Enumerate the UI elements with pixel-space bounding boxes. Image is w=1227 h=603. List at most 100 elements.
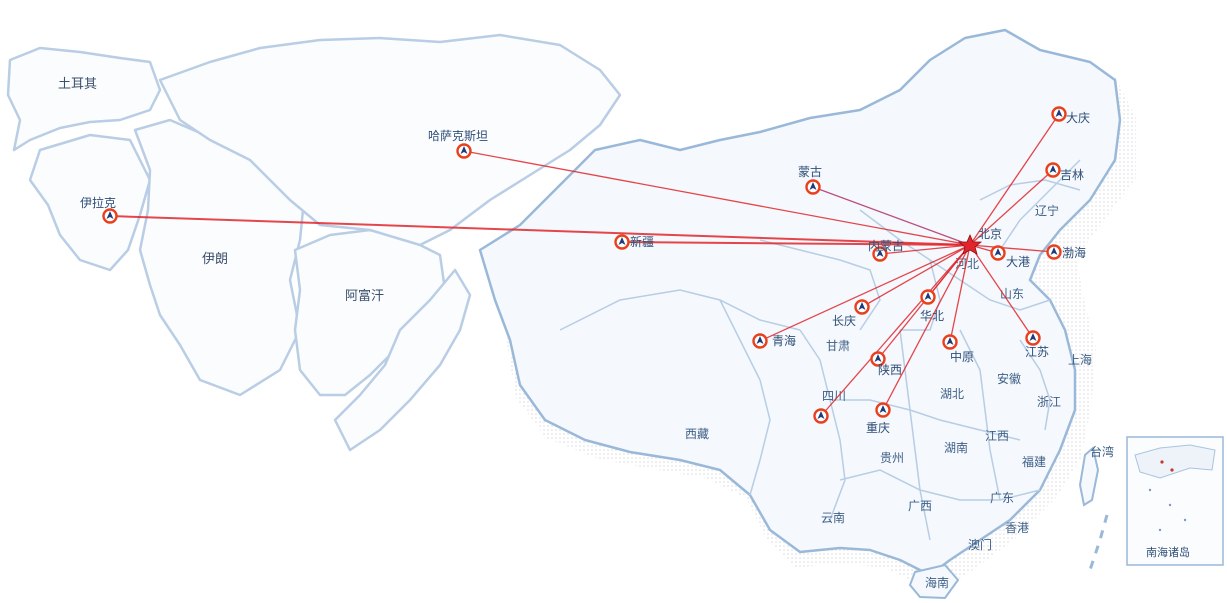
turkey-shape xyxy=(6,46,162,152)
site-pin-icon xyxy=(106,211,114,219)
region-label-macau: 澳门 xyxy=(968,537,992,552)
region-label-guizhou: 贵州 xyxy=(880,451,904,465)
region-label-fujian: 福建 xyxy=(1022,454,1046,469)
site-zhongyuan[interactable]: 中原 xyxy=(942,334,975,365)
site-sichuan_site[interactable] xyxy=(813,408,829,424)
site-bohai[interactable]: 渤海 xyxy=(1046,244,1087,260)
province-boundaries xyxy=(559,159,1081,541)
hub-label: 北京 xyxy=(978,227,1002,241)
site-mongolia[interactable]: 蒙古 xyxy=(798,164,822,195)
site-label: 长庆 xyxy=(832,314,856,328)
region-label-anhui: 安徽 xyxy=(997,371,1021,386)
region-label-guangdong: 广东 xyxy=(990,491,1014,505)
route-jiangsu xyxy=(969,244,1034,339)
region-label-xizang: 西藏 xyxy=(685,427,709,441)
region-label-hunan: 湖南 xyxy=(944,440,968,455)
country-label-afghanistan: 阿富汗 xyxy=(345,288,384,304)
maritime-dash-line xyxy=(1088,514,1109,571)
south-china-sea-inset: 南海诸岛 xyxy=(1126,436,1224,566)
site-label: 哈萨克斯坦 xyxy=(428,129,488,143)
route-qinghai xyxy=(759,244,971,342)
region-label-yunnan: 云南 xyxy=(821,510,845,525)
route-neimenggu xyxy=(879,244,971,255)
site-pin-icon xyxy=(1029,333,1037,341)
site-pin-icon xyxy=(858,302,866,310)
site-label: 青海 xyxy=(772,333,796,348)
site-dagang[interactable]: 大港 xyxy=(990,245,1031,270)
site-label: 陕西 xyxy=(878,362,902,377)
region-label-zhejiang: 浙江 xyxy=(1037,395,1061,409)
china-territory xyxy=(478,28,1122,577)
route-daqing xyxy=(969,113,1060,246)
site-jilin[interactable]: 吉林 xyxy=(1045,162,1085,183)
neighbor-countries xyxy=(6,33,622,452)
site-label: 大港 xyxy=(1006,255,1030,269)
site-label: 华北 xyxy=(920,309,944,323)
site-jiangsu[interactable]: 江苏 xyxy=(1025,330,1049,360)
region-label-jiangxi: 江西 xyxy=(985,429,1009,443)
region-label-hongkong: 香港 xyxy=(1005,521,1029,535)
site-pin-icon xyxy=(874,354,882,362)
route-iraq xyxy=(109,215,971,246)
hainan-shape xyxy=(908,563,960,600)
site-pin-icon xyxy=(946,337,954,345)
site-iraq[interactable]: 伊拉克 xyxy=(80,195,118,224)
iraq-shape xyxy=(28,133,152,272)
site-changqing[interactable]: 长庆 xyxy=(832,299,870,329)
site-neimenggu[interactable]: 内蒙古 xyxy=(868,238,904,262)
site-label: 内蒙古 xyxy=(868,238,904,253)
site-pin-icon xyxy=(460,146,468,154)
pakistan-shape xyxy=(333,268,472,452)
central-asia-shape xyxy=(158,33,622,247)
site-label: 江苏 xyxy=(1025,345,1049,359)
country-labels: 土耳其 伊朗 阿富汗 xyxy=(58,77,384,304)
hub-beijing[interactable]: 北京 xyxy=(957,227,1002,255)
site-pin-icon xyxy=(1049,165,1057,173)
site-shaanxi[interactable]: 陕西 xyxy=(870,351,903,378)
route-sichuan_site xyxy=(820,244,971,417)
region-label-sichuan: 四川 xyxy=(822,389,846,403)
route-chongqing xyxy=(882,244,971,411)
site-label: 大庆 xyxy=(1066,111,1090,125)
site-chongqing[interactable]: 重庆 xyxy=(866,402,891,436)
site-label: 新疆 xyxy=(630,234,654,249)
site-label: 中原 xyxy=(950,349,974,364)
route-xinjiang xyxy=(621,241,971,246)
site-xinjiang[interactable]: 新疆 xyxy=(614,234,655,250)
site-qinghai[interactable]: 青海 xyxy=(752,333,797,349)
site-kazakhstan[interactable]: 哈萨克斯坦 xyxy=(428,129,488,159)
region-label-gansu: 甘肃 xyxy=(826,339,850,353)
site-pin-icon xyxy=(994,248,1002,256)
route-lines xyxy=(109,113,1060,417)
china-outline xyxy=(478,28,1122,577)
site-pin-icon xyxy=(924,292,932,300)
route-jilin xyxy=(969,169,1054,246)
region-label-hubei: 湖北 xyxy=(940,386,964,401)
site-huabei[interactable]: 华北 xyxy=(920,289,944,324)
site-pin-icon xyxy=(809,182,817,190)
site-daqing[interactable]: 大庆 xyxy=(1051,106,1091,126)
region-label-liaoning: 辽宁 xyxy=(1035,203,1059,218)
site-pin-icon xyxy=(618,237,626,245)
region-label-shanghai: 上海 xyxy=(1068,352,1092,367)
site-label: 渤海 xyxy=(1062,245,1086,260)
inset-label: 南海诸岛 xyxy=(1146,545,1190,559)
site-label: 蒙古 xyxy=(798,164,822,179)
site-label: 伊拉克 xyxy=(80,195,116,210)
site-pin-icon xyxy=(817,411,825,419)
route-kazakhstan xyxy=(463,150,971,246)
taiwan-shape xyxy=(1078,446,1100,507)
hub-star-icon xyxy=(957,233,983,255)
site-label: 吉林 xyxy=(1060,168,1084,182)
country-label-turkey: 土耳其 xyxy=(58,77,97,92)
site-pin-icon xyxy=(876,249,884,257)
region-label-hainan: 海南 xyxy=(925,575,949,590)
site-pin-icon xyxy=(879,405,887,413)
region-label-taiwan: 台湾 xyxy=(1090,444,1114,459)
route-mongolia xyxy=(812,186,971,246)
site-pin-icon xyxy=(1055,109,1063,117)
route-zhongyuan xyxy=(949,244,971,343)
region-label-guangxi: 广西 xyxy=(908,499,932,513)
